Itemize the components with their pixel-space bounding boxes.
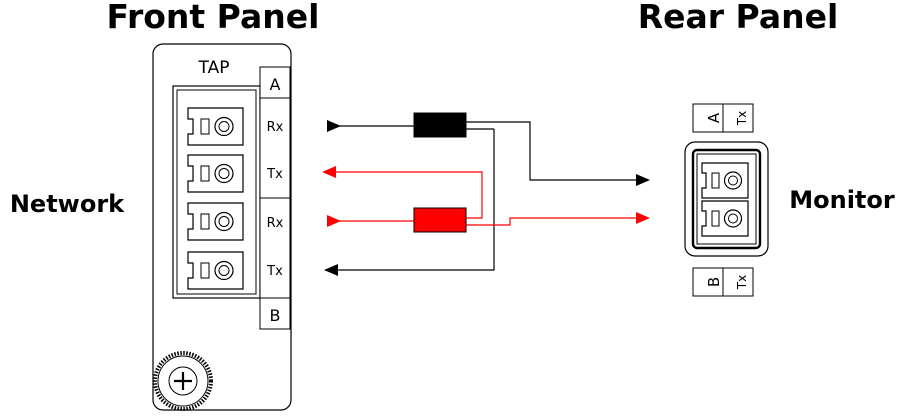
rear-panel-heading: Rear Panel <box>638 0 839 36</box>
front-panel-heading: Front Panel <box>107 0 320 36</box>
port-label-tx-b: Tx <box>266 264 283 279</box>
path-a-cabling <box>332 121 640 271</box>
network-label: Network <box>10 190 125 218</box>
tx-a-output-line <box>334 171 483 219</box>
arrowhead-icon <box>322 166 336 178</box>
rear-a-port-label: Tx <box>735 111 749 126</box>
optical-splitter-icon <box>413 207 467 233</box>
rear-a-cell <box>692 103 724 133</box>
rear-panel: A Tx B Tx <box>684 103 769 297</box>
monitor-a-line <box>466 121 640 181</box>
rear-b-cell <box>692 267 724 297</box>
sc-fiber-port-icon[interactable] <box>187 154 244 193</box>
monitor-label: Monitor <box>789 186 895 214</box>
port-label-rx-b: Rx <box>267 216 284 231</box>
thumbscrew-icon[interactable] <box>153 351 213 411</box>
arrowhead-icon <box>636 174 650 186</box>
front-panel: TAP A Rx Tx Rx Tx B <box>152 43 292 411</box>
port-label-rx-a: Rx <box>267 120 284 135</box>
sc-fiber-port-icon[interactable] <box>187 202 244 241</box>
group-b-label: B <box>270 306 281 325</box>
group-a-label: A <box>270 75 281 94</box>
group-b-cell <box>259 297 291 330</box>
arrowhead-icon <box>636 212 650 224</box>
arrowhead-icon <box>324 264 338 276</box>
group-b-ports-cell <box>259 197 291 299</box>
tap-title: TAP <box>198 58 230 78</box>
rear-b-label: B <box>705 277 723 287</box>
arrowhead-icon <box>327 215 341 227</box>
sc-fiber-port-icon[interactable] <box>187 251 244 290</box>
sc-fiber-port-icon[interactable] <box>187 107 244 146</box>
rear-a-label: A <box>705 112 723 123</box>
group-a-ports-cell <box>259 97 291 199</box>
monitor-b-line <box>466 217 640 226</box>
arrowhead-icon <box>327 120 341 132</box>
rear-b-port-label: Tx <box>735 275 749 290</box>
port-label-tx-a: Tx <box>266 167 283 182</box>
tx-b-output-line <box>334 129 495 271</box>
rear-b-tx-cell <box>722 267 754 297</box>
group-a-cell <box>259 66 291 99</box>
rear-a-tx-cell <box>722 103 754 133</box>
path-b-cabling <box>332 171 640 226</box>
sc-fiber-port-icon[interactable] <box>701 200 749 237</box>
sc-fiber-port-icon[interactable] <box>701 162 749 199</box>
optical-splitter-icon <box>413 112 467 138</box>
